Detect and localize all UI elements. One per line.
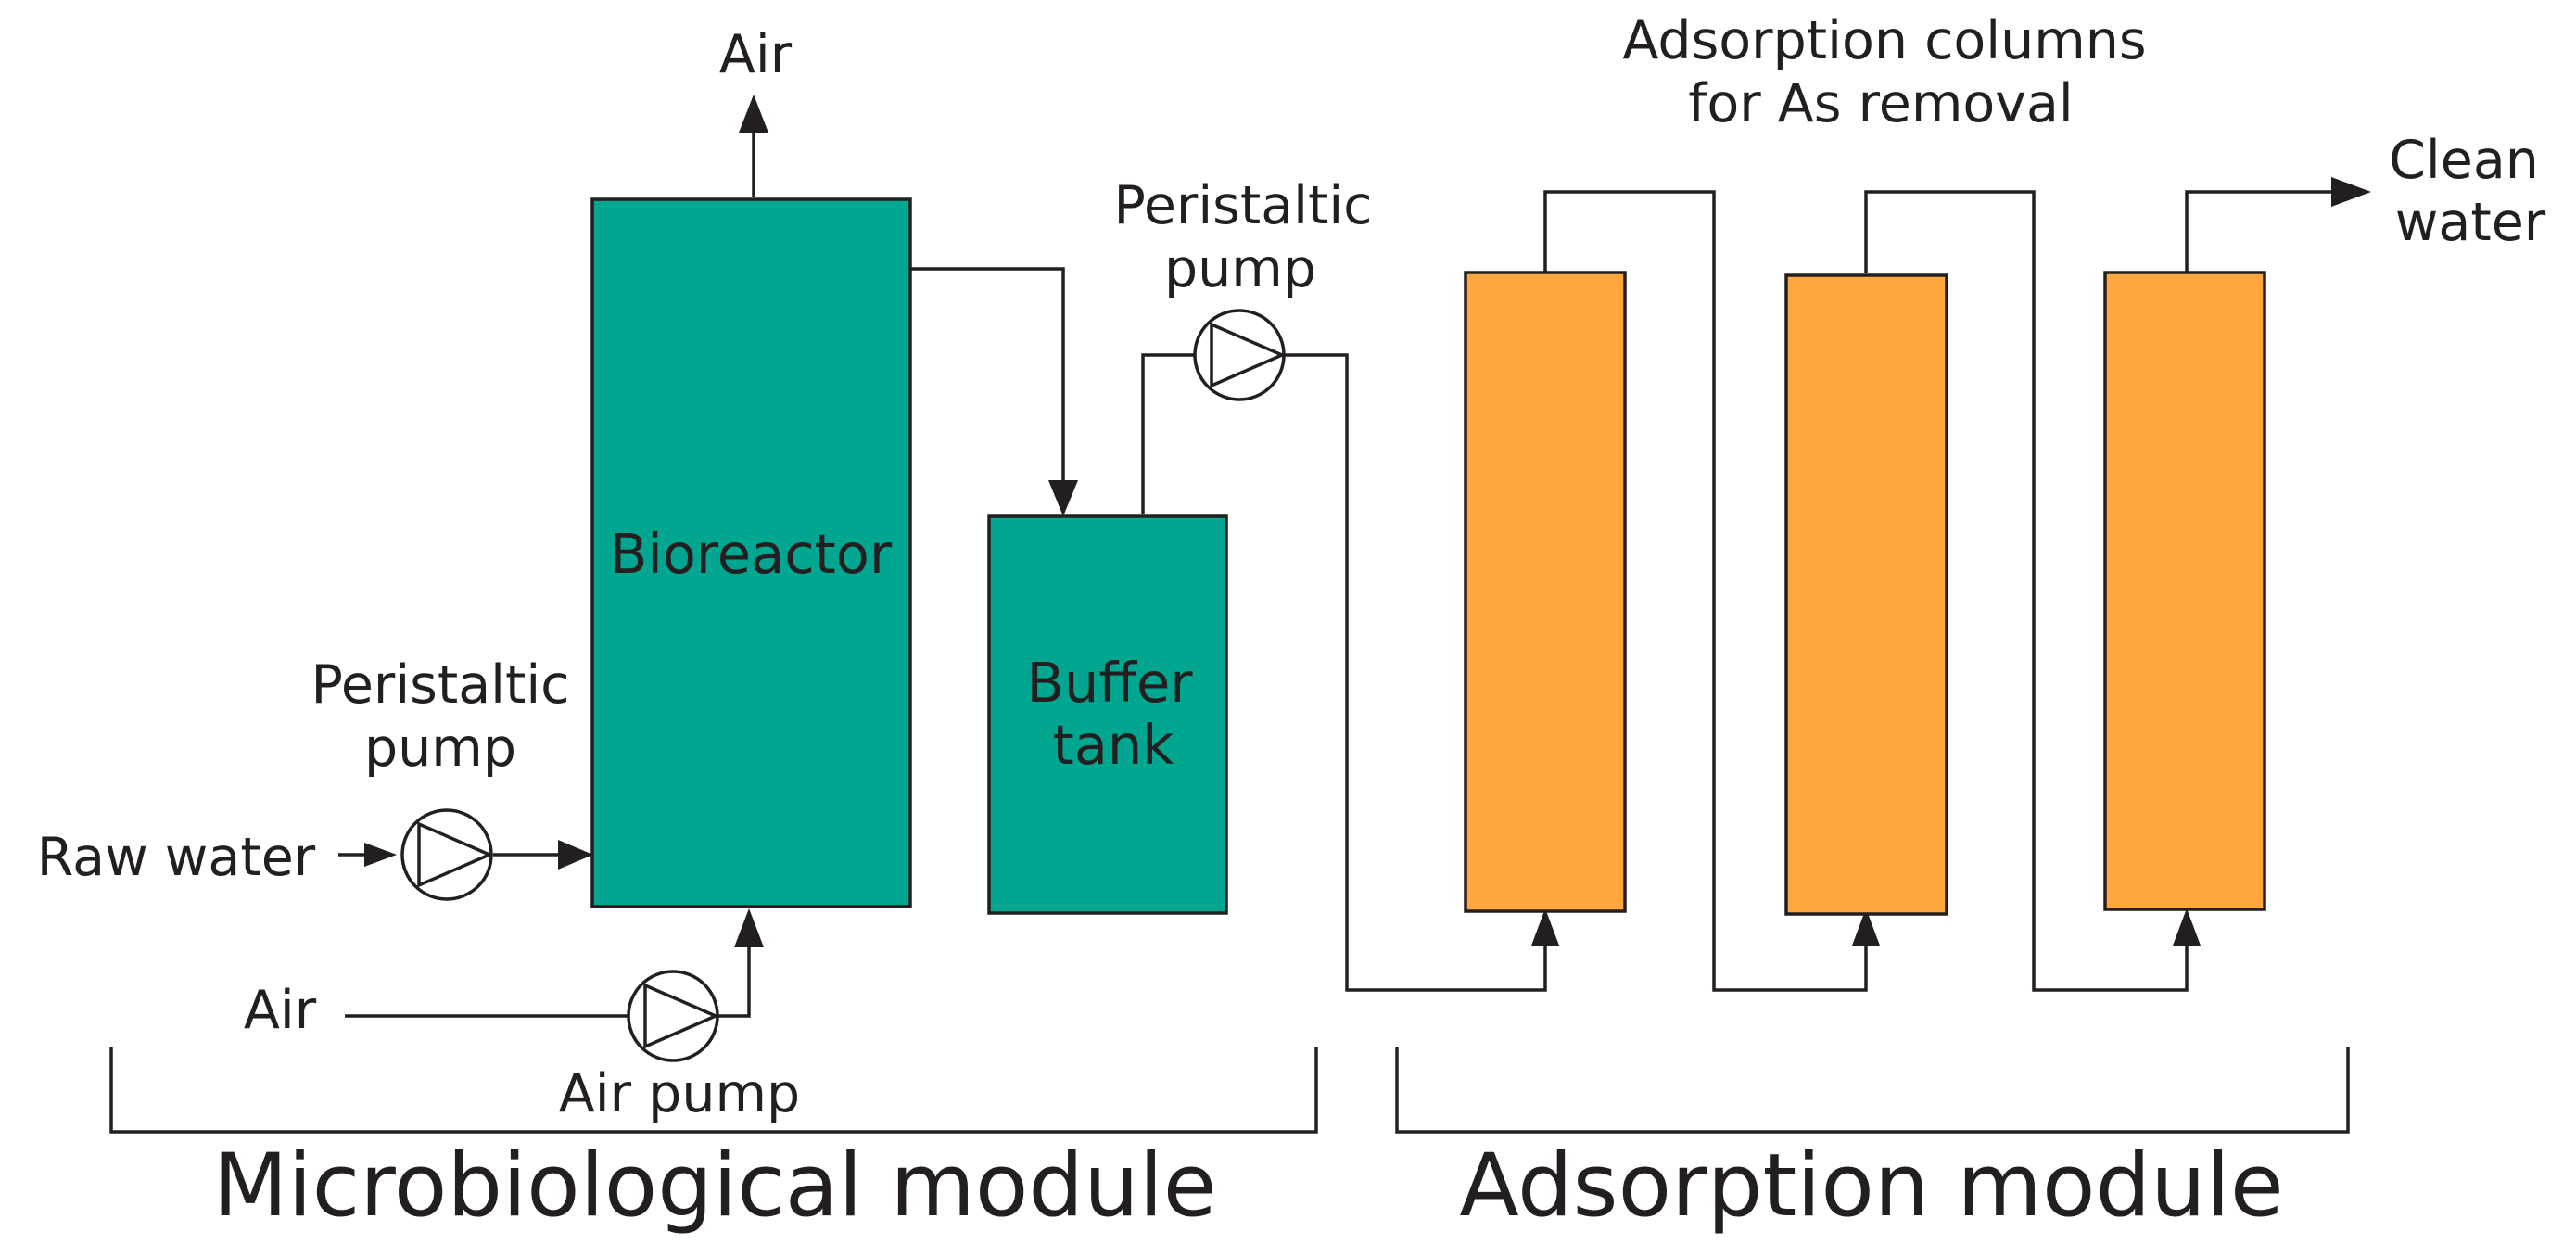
pipe-pump2-to-column1	[1285, 353, 1547, 992]
pipes	[338, 125, 2336, 1018]
pump-2-label-line2: pump	[1164, 238, 1316, 299]
air-pump-triangle	[643, 983, 720, 1049]
microbiological-module-label: Microbiological module	[212, 1136, 1216, 1237]
pump-icon	[627, 970, 720, 1062]
adsorption-column-1	[1464, 271, 1627, 913]
pipe-column3-to-clean-water	[2185, 190, 2336, 273]
adsorption-column-2	[1784, 273, 1948, 916]
arrow-head-icon	[2331, 177, 2371, 207]
air-outlet-label: Air	[719, 24, 793, 85]
microbiological-module-bracket	[109, 1047, 1318, 1134]
arrow-head-icon	[739, 95, 768, 133]
pipe-buffer-to-pump2	[1141, 353, 1194, 514]
buffer-tank-label-line1: Buffer	[1026, 651, 1193, 715]
arrow-head-icon	[364, 843, 397, 867]
adsorption-module-bracket	[1395, 1047, 2350, 1134]
pump-2-triangle	[1210, 322, 1287, 388]
air-pump-label: Air pump	[559, 1063, 800, 1124]
arrow-head-icon	[558, 840, 593, 870]
pipe-airpump-to-bioreactor	[718, 946, 751, 1018]
pump-1-label-line1: Peristaltic	[311, 654, 569, 716]
arrow-heads	[364, 95, 2371, 947]
buffer-tank-label-line2: tank	[1053, 713, 1174, 777]
pump-2-label-line1: Peristaltic	[1113, 175, 1372, 236]
air-inlet-label: Air	[244, 980, 317, 1041]
clean-water-label-line1: Clean	[2389, 130, 2539, 191]
adsorption-column-3	[2103, 271, 2266, 911]
pipe-bioreactor-to-buffer	[910, 267, 1065, 489]
buffer-tank-vessel	[987, 514, 1228, 915]
pipe-column1-to-column2	[1543, 190, 1868, 992]
pump-1-label-line2: pump	[364, 717, 516, 779]
pump-icon	[400, 808, 494, 901]
arrow-head-icon	[1048, 480, 1078, 516]
bioreactor-vessel	[590, 197, 912, 908]
arrow-head-icon	[734, 908, 764, 947]
adsorption-title-line1: Adsorption columns	[1622, 10, 2146, 71]
pump-icon	[1193, 309, 1287, 401]
arrow-head-icon	[1852, 908, 1880, 946]
arrow-head-icon	[2173, 908, 2201, 946]
adsorption-title-line2: for As removal	[1688, 73, 2073, 134]
pump-1-triangle	[417, 821, 494, 888]
clean-water-label-line2: water	[2395, 192, 2546, 253]
adsorption-module-label: Adsorption module	[1459, 1136, 2283, 1237]
pipe-column2-to-column3	[1864, 190, 2189, 992]
arrow-head-icon	[1531, 908, 1559, 946]
bioreactor-label: Bioreactor	[610, 522, 893, 586]
raw-water-label: Raw water	[37, 827, 316, 888]
